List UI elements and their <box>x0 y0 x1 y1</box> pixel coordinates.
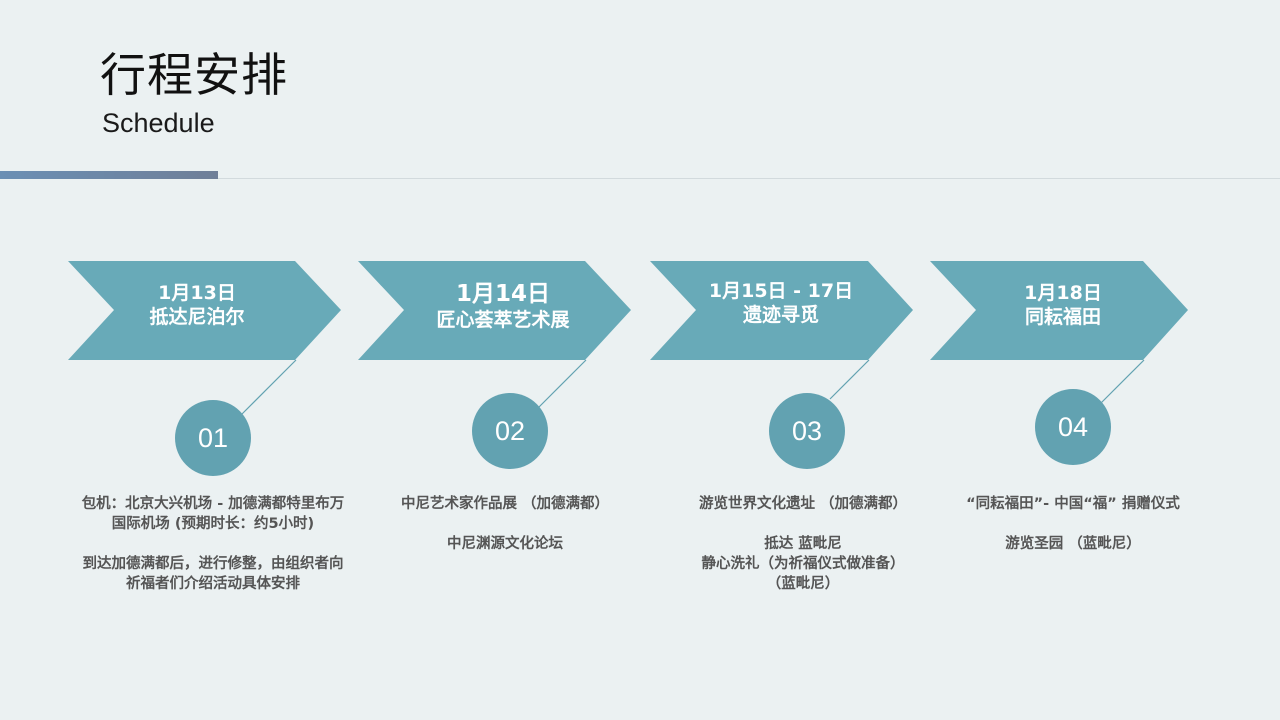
description-line: “同耘福田”- 中国“福” 捐赠仪式 <box>966 496 1180 512</box>
step-circle-2 <box>472 393 548 469</box>
step-title: 遗迹寻觅 <box>742 303 819 326</box>
connector-line-2 <box>535 359 587 411</box>
chevron-label-2: 1月14日 匠心荟萃艺术展 <box>383 280 623 333</box>
step-circle-1 <box>175 400 251 476</box>
step-title: 抵达尼泊尔 <box>149 305 245 328</box>
description-line: 到达加德满都后，进行修整，由组织者向祈福者们介绍活动具体安排 <box>82 556 344 592</box>
description-line: 抵达 蓝毗尼 <box>764 536 842 552</box>
step-circle-3 <box>769 393 845 469</box>
step-description-3: 游览世界文化遗址 （加德满都） 抵达 蓝毗尼 静心洗礼（为祈福仪式做准备） （蓝… <box>668 494 938 594</box>
header-accent-bar <box>0 171 218 179</box>
connector-line-4 <box>1098 359 1145 406</box>
description-line: （蓝毗尼） <box>766 576 840 592</box>
header-divider <box>0 178 1280 179</box>
connector-line-1 <box>239 359 297 417</box>
step-number-2: 02 <box>494 416 526 446</box>
step-description-2: 中尼艺术家作品展 （加德满都） 中尼渊源文化论坛 <box>370 494 640 554</box>
description-line: 中尼渊源文化论坛 <box>447 536 563 552</box>
step-date: 1月18日 <box>1024 282 1102 304</box>
description-line: 游览世界文化遗址 （加德满都） <box>698 496 908 512</box>
chevron-step-1 <box>68 261 341 360</box>
chevron-step-2 <box>358 261 631 360</box>
description-line: 游览圣园 （蓝毗尼） <box>1005 536 1141 552</box>
description-line: 包机：北京大兴机场 - 加德满都特里布万国际机场 (预期时长：约5小时) <box>81 496 345 532</box>
chevron-step-3 <box>650 261 913 360</box>
page-subtitle: Schedule <box>102 108 215 138</box>
description-line: 静心洗礼（为祈福仪式做准备） <box>701 556 905 572</box>
step-description-1: 包机：北京大兴机场 - 加德满都特里布万国际机场 (预期时长：约5小时) 到达加… <box>78 494 348 594</box>
connector-line-3 <box>829 359 870 400</box>
step-date: 1月13日 <box>158 282 236 304</box>
step-circle-4 <box>1035 389 1111 465</box>
chevron-label-3: 1月15日 - 17日 遗迹寻觅 <box>661 280 901 328</box>
page-title: 行程安排 <box>100 48 288 102</box>
description-line: 中尼艺术家作品展 （加德满都） <box>400 496 610 512</box>
step-title: 同耘福田 <box>1024 305 1101 328</box>
step-number-3: 03 <box>791 416 823 446</box>
step-date: 1月14日 <box>455 281 550 307</box>
chevron-step-4 <box>930 261 1188 360</box>
step-description-4: “同耘福田”- 中国“福” 捐赠仪式 游览圣园 （蓝毗尼） <box>938 494 1208 554</box>
chevron-label-1: 1月13日 抵达尼泊尔 <box>77 282 317 330</box>
step-number-1: 01 <box>197 423 229 453</box>
step-number-4: 04 <box>1057 412 1089 442</box>
step-title: 匠心荟萃艺术展 <box>436 308 570 331</box>
step-date: 1月15日 - 17日 <box>708 280 854 302</box>
chevron-label-4: 1月18日 同耘福田 <box>943 282 1183 330</box>
